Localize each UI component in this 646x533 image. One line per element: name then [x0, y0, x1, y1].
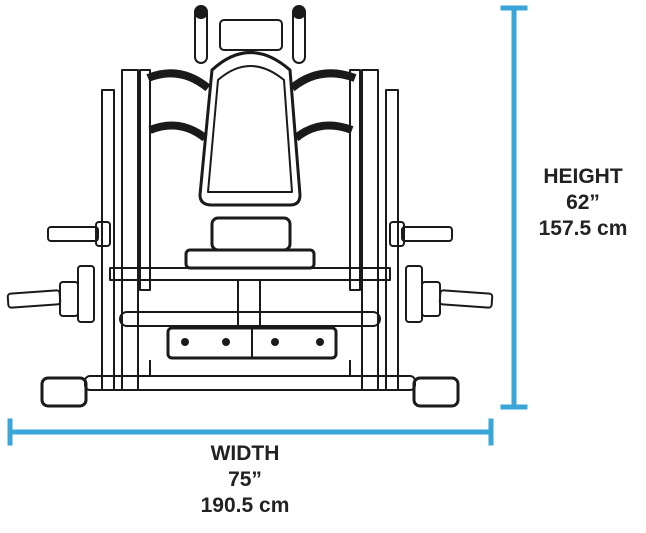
height-imperial: 62”	[566, 191, 600, 214]
width-metric: 190.5 cm	[200, 494, 290, 517]
width-label: WIDTH 75” 190.5 cm	[170, 441, 320, 519]
right-weight-horn-upper	[401, 226, 453, 242]
head-pad	[219, 19, 283, 51]
width-dimension-bar	[7, 418, 494, 446]
width-imperial: 75”	[228, 468, 262, 491]
height-metric: 157.5 cm	[538, 217, 628, 240]
width-name: WIDTH	[210, 442, 280, 465]
seat-pad	[184, 248, 316, 270]
height-dimension-bar	[500, 5, 528, 410]
seat-upper-pad	[210, 216, 292, 252]
left-foot	[40, 376, 88, 408]
left-weight-horn-upper	[47, 226, 99, 242]
left-weight-horn-lower	[6, 289, 62, 309]
right-weight-horn-lower	[438, 289, 494, 309]
right-foot	[412, 376, 460, 408]
back-pad	[198, 51, 302, 207]
height-label: HEIGHT 62” 157.5 cm	[520, 164, 646, 242]
chest-press-machine	[6, 5, 494, 408]
height-name: HEIGHT	[543, 165, 623, 188]
